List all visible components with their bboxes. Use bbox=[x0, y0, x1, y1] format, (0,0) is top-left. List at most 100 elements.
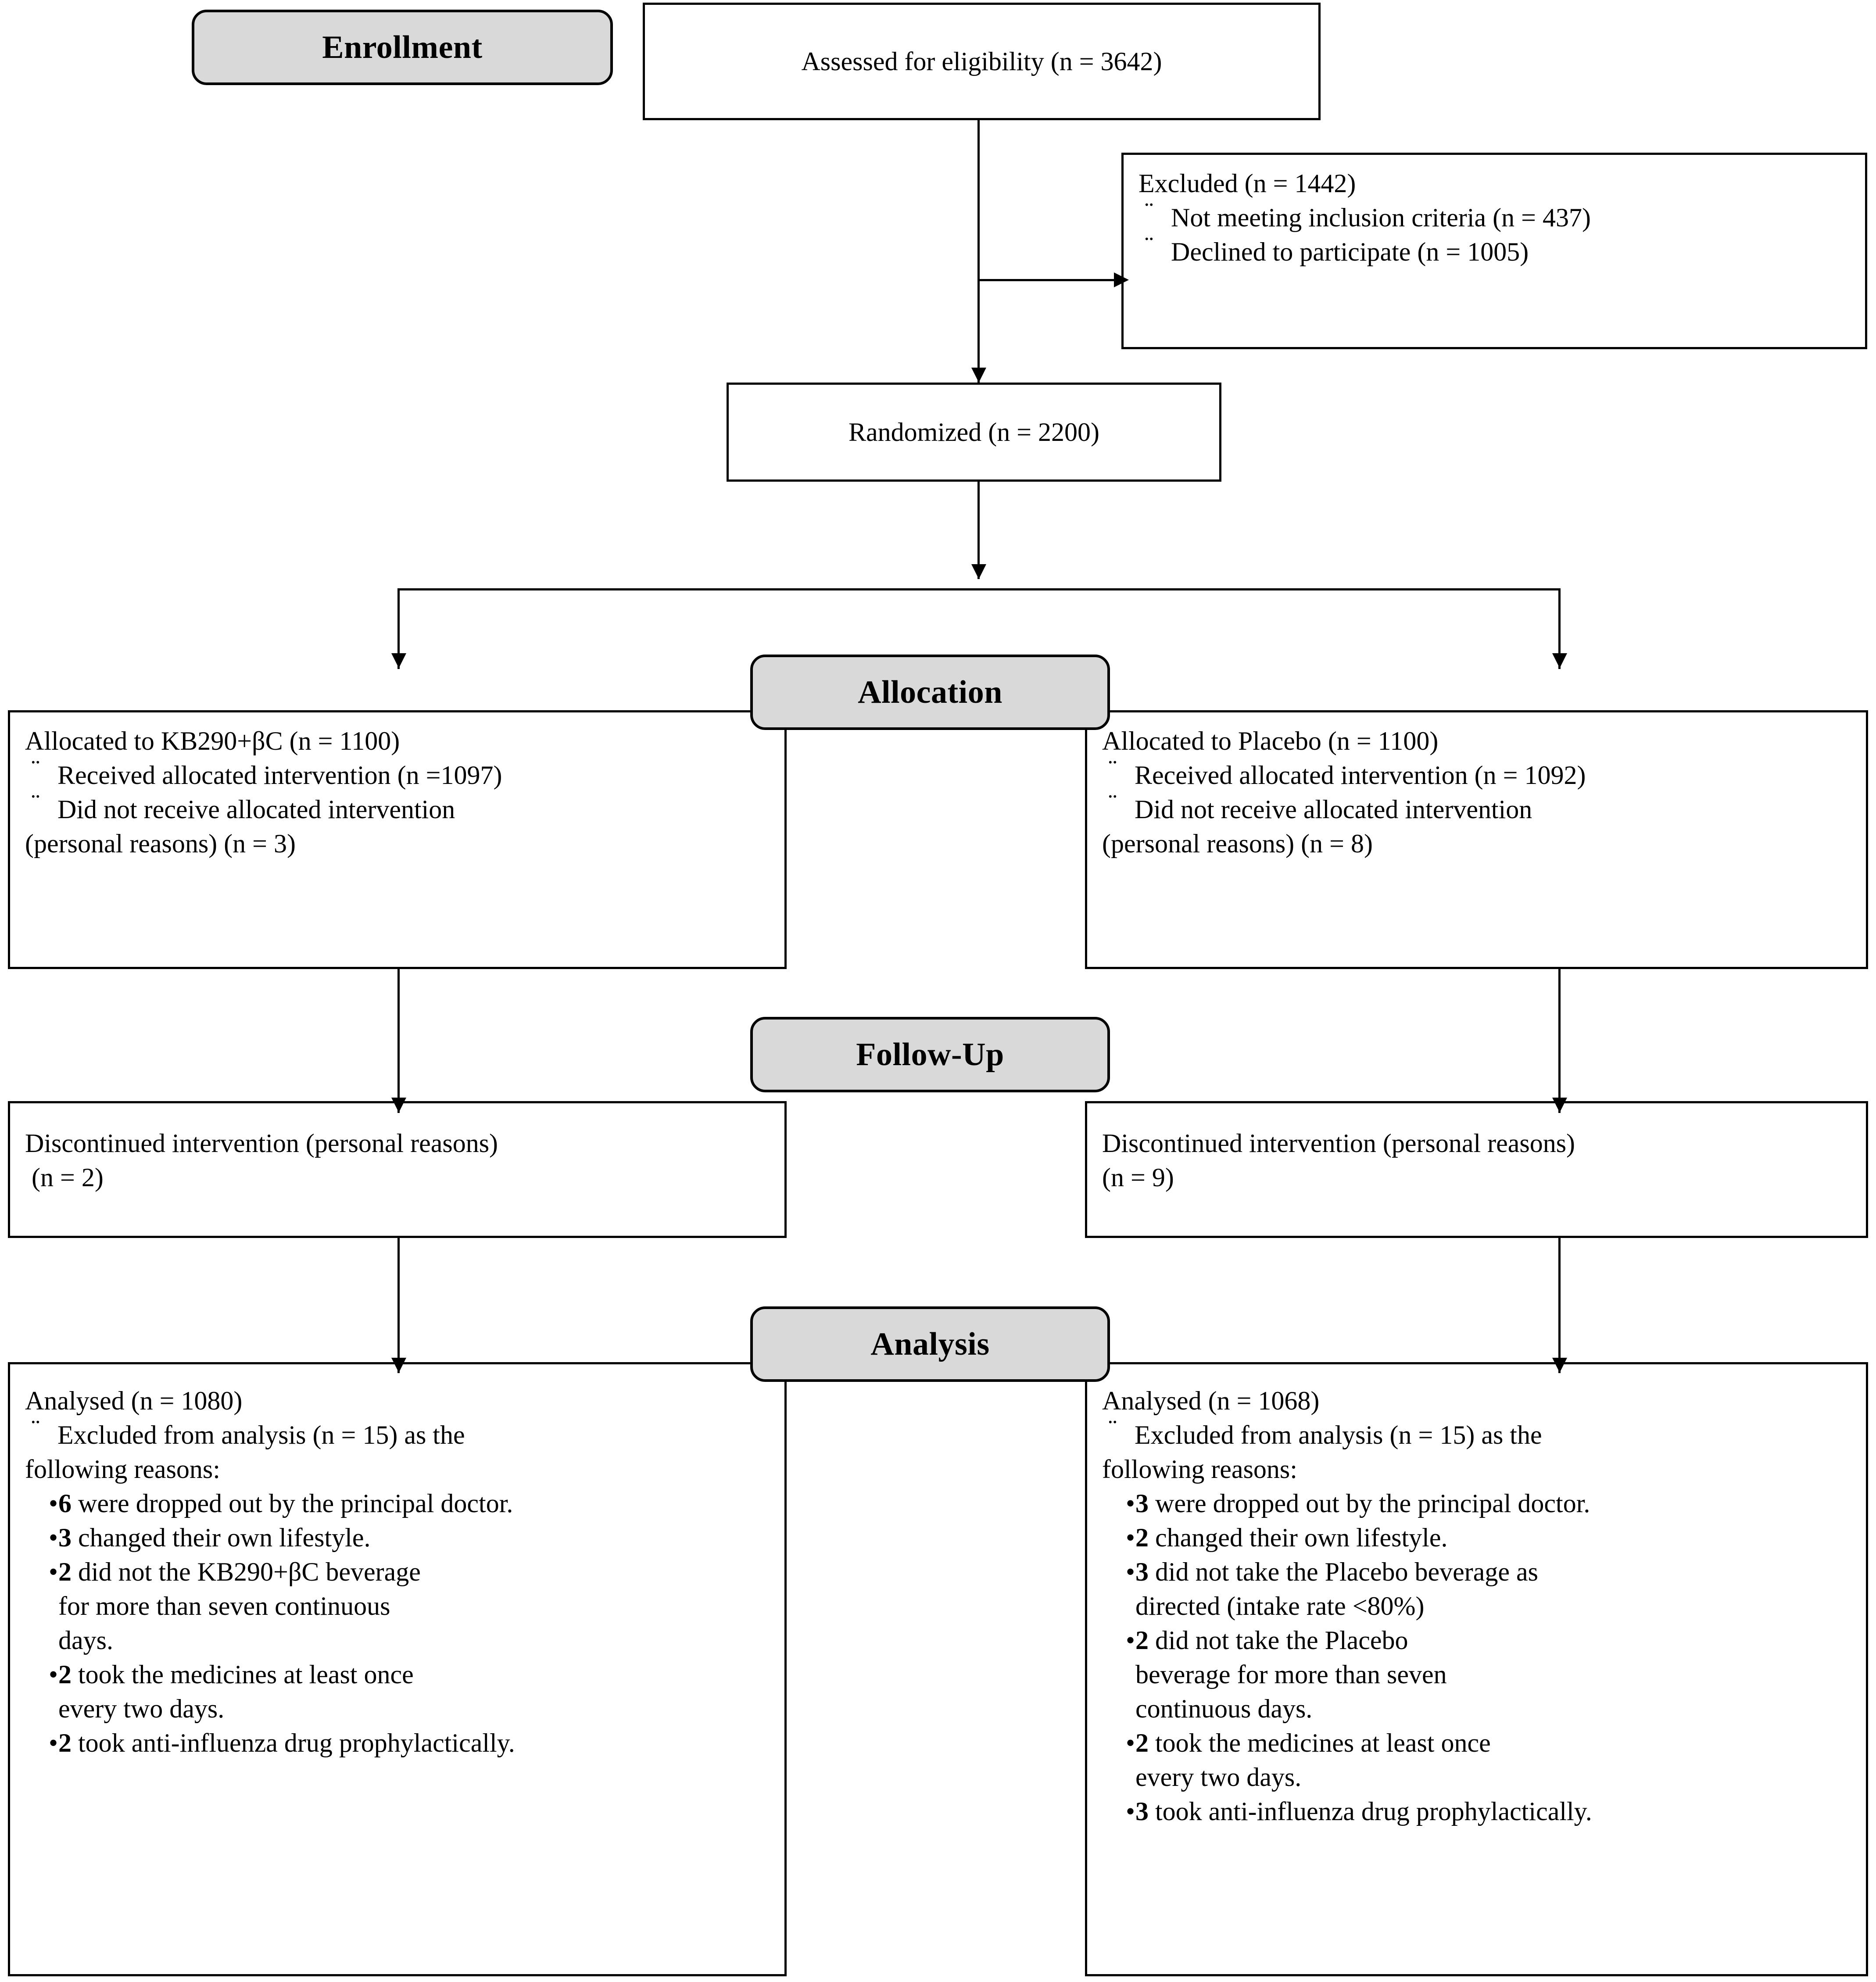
allocated-right-item-0: ¨ Received allocated intervention (n = 1… bbox=[1102, 755, 1853, 792]
analysed-left-excluded-line2: following reasons: bbox=[25, 1455, 220, 1484]
analysed-right-reason-2-cont-0: directed (intake rate <80%) bbox=[1135, 1592, 1425, 1621]
analysed-right-reason-1-text: changed their own lifestyle. bbox=[1149, 1523, 1448, 1552]
arrow-randomized-split bbox=[971, 564, 986, 579]
connector-alloc-right-to-followup bbox=[1558, 969, 1561, 1113]
bullet-diaeresis-icon: ¨ bbox=[31, 789, 40, 818]
excluded-heading: Excluded (n = 1442) bbox=[1138, 169, 1356, 198]
allocated-right-item-1: ¨ Did not receive allocated intervention bbox=[1102, 789, 1853, 826]
analysed-right-reason-4-cont-0: every two days. bbox=[1135, 1763, 1302, 1792]
analysed-right-reason-4: • 2 took the medicines at least once eve… bbox=[1102, 1726, 1853, 1794]
analysed-right-excluded: ¨ Excluded from analysis (n = 15) as the bbox=[1102, 1414, 1853, 1452]
arrow-to-allocation-left bbox=[391, 653, 406, 668]
stage-label-enrollment-text: Enrollment bbox=[322, 29, 483, 65]
analysed-left-reason-3-cont-0: every two days. bbox=[58, 1694, 225, 1723]
bullet-diaeresis-icon: ¨ bbox=[1145, 197, 1153, 226]
bullet-dot-icon: • bbox=[1126, 1728, 1135, 1757]
analysed-right-reason-3-cont-1: continuous days. bbox=[1135, 1694, 1313, 1723]
analysed-left-reason-0: • 6 were dropped out by the principal do… bbox=[25, 1486, 771, 1520]
stage-label-followup: Follow-Up bbox=[750, 1017, 1110, 1092]
bullet-dot-icon: • bbox=[1126, 1489, 1135, 1518]
analysed-right-reason-1-count: 2 bbox=[1135, 1523, 1149, 1552]
box-allocated-kb290: Allocated to KB290+βC (n = 1100) ¨ Recei… bbox=[8, 710, 787, 969]
analysed-left-reason-0-count: 6 bbox=[58, 1489, 72, 1518]
connector-split-horizontal bbox=[397, 588, 1561, 590]
analysed-left-reason-1: • 3 changed their own lifestyle. bbox=[25, 1520, 771, 1555]
bullet-dot-icon: • bbox=[49, 1489, 58, 1518]
analysed-right-reason-4-count: 2 bbox=[1135, 1728, 1149, 1757]
analysed-right-reason-1: • 2 changed their own lifestyle. bbox=[1102, 1520, 1853, 1555]
arrow-analysis-right bbox=[1552, 1358, 1567, 1373]
analysed-left-heading: Analysed (n = 1080) bbox=[25, 1386, 243, 1415]
analysed-right-reason-5: • 3 took anti-influenza drug prophylacti… bbox=[1102, 1794, 1853, 1828]
analysed-right-reason-3-cont-0: beverage for more than seven bbox=[1135, 1660, 1447, 1689]
stage-label-allocation: Allocation bbox=[750, 655, 1110, 730]
allocated-right-continuation: (personal reasons) (n = 8) bbox=[1102, 829, 1373, 858]
randomized-text: Randomized (n = 2200) bbox=[848, 418, 1100, 447]
stage-label-followup-text: Follow-Up bbox=[856, 1036, 1004, 1073]
connector-randomized-down bbox=[977, 482, 980, 579]
analysed-left-excluded-line1: Excluded from analysis (n = 15) as the bbox=[57, 1420, 465, 1449]
analysed-left-reason-2-cont-1: days. bbox=[58, 1626, 113, 1655]
allocated-left-heading: Allocated to KB290+βC (n = 1100) bbox=[25, 726, 400, 755]
connector-followup-right-to-analysis bbox=[1558, 1238, 1561, 1373]
box-allocated-placebo: Allocated to Placebo (n = 1100) ¨ Receiv… bbox=[1085, 710, 1868, 969]
discontinued-left-line2: (n = 2) bbox=[25, 1163, 104, 1192]
analysed-left-excluded: ¨ Excluded from analysis (n = 15) as the bbox=[25, 1416, 771, 1452]
analysed-left-reason-2-cont-0: for more than seven continuous bbox=[58, 1592, 390, 1621]
bullet-dot-icon: • bbox=[49, 1660, 58, 1689]
excluded-item-1-text: Declined to participate (n = 1005) bbox=[1171, 237, 1529, 266]
analysed-left-reason-1-text: changed their own lifestyle. bbox=[72, 1523, 371, 1552]
analysed-left-reason-2-text: did not the KB290+βC beverage bbox=[72, 1557, 421, 1586]
discontinued-right-line1: Discontinued intervention (personal reas… bbox=[1102, 1129, 1575, 1158]
excluded-item-1: ¨ Declined to participate (n = 1005) bbox=[1138, 231, 1852, 269]
arrow-followup-left bbox=[391, 1098, 406, 1113]
allocated-left-item-1-text: Did not receive allocated intervention bbox=[57, 795, 455, 824]
connector-split-left-down bbox=[397, 588, 400, 669]
connector-assessed-to-randomized bbox=[977, 120, 980, 383]
bullet-dot-icon: • bbox=[49, 1523, 58, 1552]
arrow-to-allocation-right bbox=[1552, 653, 1567, 668]
allocated-right-heading: Allocated to Placebo (n = 1100) bbox=[1102, 726, 1439, 755]
arrow-analysis-left bbox=[391, 1358, 406, 1373]
analysed-right-reason-3: • 2 did not take the Placebo beverage fo… bbox=[1102, 1623, 1853, 1726]
bullet-dot-icon: • bbox=[1126, 1797, 1135, 1826]
bullet-diaeresis-icon: ¨ bbox=[1145, 231, 1153, 260]
box-analysed-kb290: Analysed (n = 1080) ¨ Excluded from anal… bbox=[8, 1362, 787, 1976]
arrow-followup-right bbox=[1552, 1098, 1567, 1113]
bullet-diaeresis-icon: ¨ bbox=[1108, 755, 1117, 783]
stage-label-analysis-text: Analysis bbox=[870, 1326, 990, 1362]
allocated-left-item-1: ¨ Did not receive allocated intervention bbox=[25, 789, 771, 826]
arrow-to-randomized bbox=[971, 368, 986, 383]
bullet-dot-icon: • bbox=[49, 1728, 58, 1757]
bullet-diaeresis-icon: ¨ bbox=[31, 755, 40, 783]
analysed-right-reason-2-count: 3 bbox=[1135, 1557, 1149, 1586]
connector-alloc-left-to-followup bbox=[397, 969, 400, 1113]
stage-label-analysis: Analysis bbox=[750, 1306, 1110, 1382]
bullet-dot-icon: • bbox=[1126, 1523, 1135, 1552]
bullet-diaeresis-icon: ¨ bbox=[1108, 1414, 1117, 1443]
analysed-left-reason-3-text: took the medicines at least once bbox=[72, 1660, 414, 1689]
box-discontinued-kb290: Discontinued intervention (personal reas… bbox=[8, 1101, 787, 1238]
arrow-to-excluded bbox=[1114, 272, 1129, 287]
connector-to-excluded bbox=[979, 279, 1114, 281]
discontinued-left-line1: Discontinued intervention (personal reas… bbox=[25, 1129, 498, 1158]
allocated-left-item-0-text: Received allocated intervention (n =1097… bbox=[57, 761, 502, 790]
box-analysed-placebo: Analysed (n = 1068) ¨ Excluded from anal… bbox=[1085, 1362, 1868, 1976]
analysed-left-reason-2: • 2 did not the KB290+βC beverage for mo… bbox=[25, 1555, 771, 1657]
analysed-right-reason-0-count: 3 bbox=[1135, 1489, 1149, 1518]
analysed-right-reason-3-text: did not take the Placebo bbox=[1149, 1626, 1408, 1655]
stage-label-enrollment: Enrollment bbox=[192, 10, 613, 85]
bullet-diaeresis-icon: ¨ bbox=[1108, 789, 1117, 818]
allocated-right-item-1-text: Did not receive allocated intervention bbox=[1135, 795, 1532, 824]
analysed-right-reason-3-count: 2 bbox=[1135, 1626, 1149, 1655]
discontinued-right-line2: (n = 9) bbox=[1102, 1163, 1174, 1192]
box-discontinued-placebo: Discontinued intervention (personal reas… bbox=[1085, 1101, 1868, 1238]
analysed-right-reason-5-text: took anti-influenza drug prophylacticall… bbox=[1149, 1797, 1592, 1826]
analysed-left-reason-4-count: 2 bbox=[58, 1728, 72, 1757]
bullet-dot-icon: • bbox=[1126, 1626, 1135, 1655]
analysed-right-heading: Analysed (n = 1068) bbox=[1102, 1386, 1320, 1415]
box-assessed-for-eligibility: Assessed for eligibility (n = 3642) bbox=[643, 3, 1321, 120]
connector-followup-left-to-analysis bbox=[397, 1238, 400, 1373]
box-excluded: Excluded (n = 1442) ¨ Not meeting inclus… bbox=[1121, 153, 1867, 349]
allocated-left-continuation: (personal reasons) (n = 3) bbox=[25, 829, 296, 858]
